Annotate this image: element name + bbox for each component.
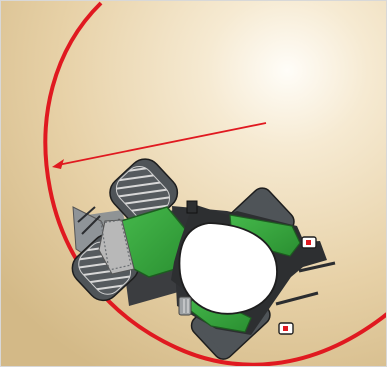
radius-arrow-icon	[52, 122, 267, 169]
tractor-top-view-icon	[71, 158, 336, 360]
